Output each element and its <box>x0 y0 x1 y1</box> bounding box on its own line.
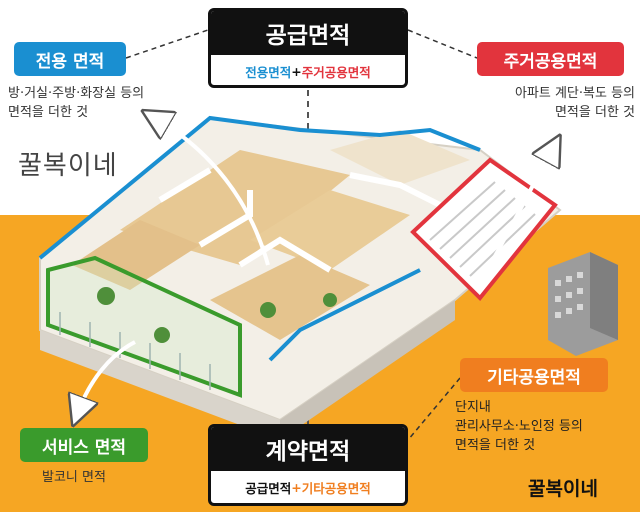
other-desc-line2: 관리사무소·노인정 등의 <box>455 419 583 434</box>
contract-area-box: 계약면적 공급면적 + 기타공용면적 <box>208 424 408 506</box>
service-area-tag: 서비스 면적 <box>20 428 148 462</box>
wall-front-left <box>40 330 280 440</box>
contract-area-formula: 공급면적 + 기타공용면적 <box>211 471 405 503</box>
watermark-bottom-right: 꿀복이네 <box>528 478 598 500</box>
supply-formula-part1: 전용면적 <box>245 65 292 80</box>
wall-front-right <box>280 300 455 440</box>
exclusive-desc-line1: 방·거실·주방·화장실 등의 <box>8 86 145 101</box>
exclusive-area-tag: 전용 면적 <box>14 42 126 76</box>
residential-common-desc: 아파트 계단·복도 등의 면적을 더한 것 <box>470 84 635 122</box>
floor-room-left <box>72 220 200 290</box>
other-common-desc: 단지내 관리사무소·노인정 등의 면적을 더한 것 <box>455 398 637 455</box>
supply-formula-part2: 주거공용면적 <box>301 65 371 80</box>
exclusive-area-outline-2 <box>268 268 421 362</box>
connector-other <box>407 377 461 441</box>
connector-residential <box>407 29 478 59</box>
other-desc-line3: 면적을 더한 것 <box>455 438 536 453</box>
service-area-outline <box>46 255 242 398</box>
building-icon <box>548 252 618 356</box>
plant-4 <box>323 293 337 307</box>
other-desc-line1: 단지내 <box>455 400 491 415</box>
plant-1 <box>97 287 115 305</box>
other-common-tag: 기타공용면적 <box>460 358 608 392</box>
contract-formula-part2: 기타공용면적 <box>301 481 371 496</box>
supply-area-formula: 전용면적 + 주거공용면적 <box>211 55 405 85</box>
arrow-service <box>78 340 136 412</box>
arrow-exclusive <box>155 118 270 266</box>
exclusive-area-desc: 방·거실·주방·화장실 등의 면적을 더한 것 <box>8 84 208 122</box>
supply-area-box: 공급면적 전용면적 + 주거공용면적 <box>208 8 408 88</box>
interior-wall-2 <box>238 236 332 273</box>
residential-common-tag: 주거공용면적 <box>477 42 624 76</box>
exclusive-desc-line2: 면적을 더한 것 <box>8 105 89 120</box>
exclusive-area-outline <box>38 115 481 260</box>
watermark-top-left: 꿀복이네 <box>18 151 118 181</box>
service-area-desc: 발코니 면적 <box>42 470 106 485</box>
contract-formula-plus: + <box>291 480 302 495</box>
residential-common-outline <box>410 157 558 301</box>
floor-kitchen <box>330 130 470 185</box>
plant-3 <box>260 302 276 318</box>
connector-exclusive <box>125 29 209 59</box>
interior-wall-3 <box>349 172 442 208</box>
residential-desc-line1: 아파트 계단·복도 등의 <box>514 86 635 101</box>
floor-room-center <box>250 190 410 270</box>
supply-formula-plus: + <box>291 64 302 79</box>
arrow-residential <box>488 148 553 266</box>
plant-2 <box>154 327 170 343</box>
residential-desc-line2: 면적을 더한 것 <box>554 105 635 120</box>
floor-room-bottom <box>210 255 370 340</box>
interior-wall-4 <box>158 167 212 203</box>
supply-area-title: 공급면적 <box>211 11 405 55</box>
contract-area-title: 계약면적 <box>211 427 405 471</box>
contract-formula-part1: 공급면적 <box>245 481 292 496</box>
